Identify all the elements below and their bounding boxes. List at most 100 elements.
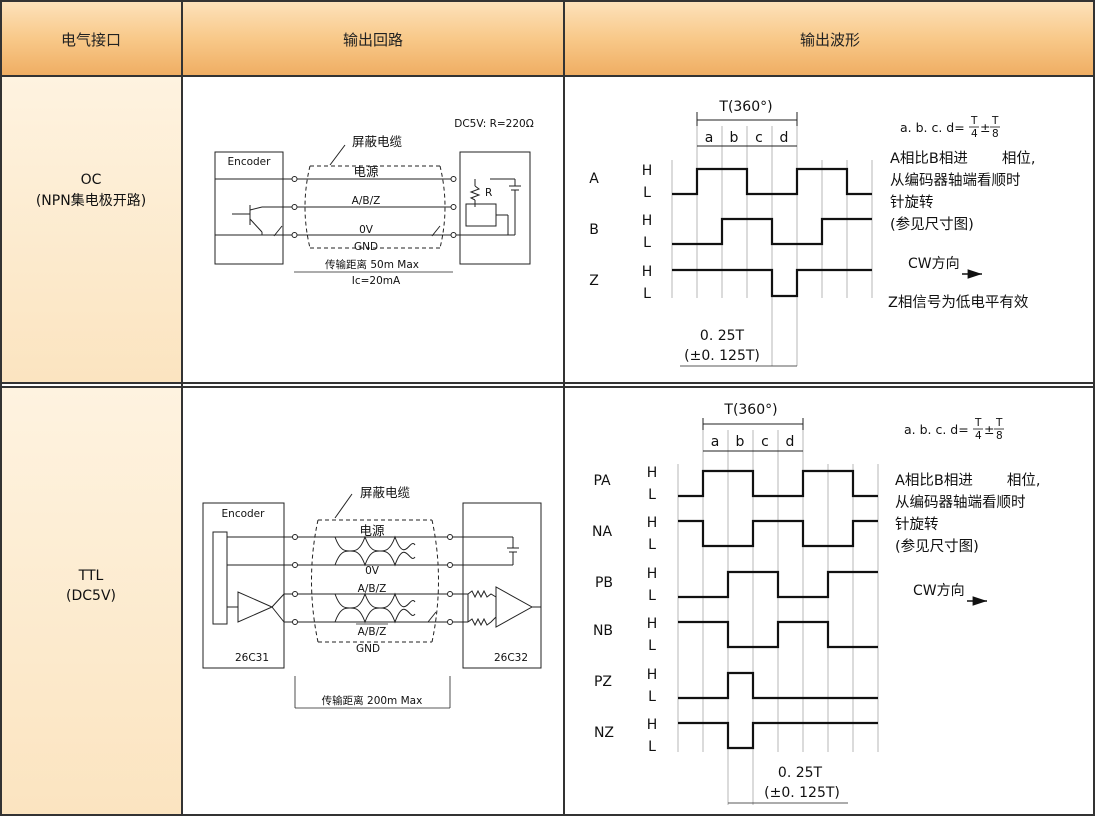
svg-text:H: H <box>647 515 658 531</box>
ttl-frac1-den: 4 <box>975 430 982 442</box>
svg-text:H: H <box>647 566 658 582</box>
svg-text:H: H <box>647 616 658 632</box>
ttl-frac2-num: T <box>995 417 1003 429</box>
oc-wave-a <box>672 167 872 196</box>
ttl-encoder-label: Encoder <box>222 508 266 520</box>
ttl-frac1-num: T <box>974 417 982 429</box>
ttl-pulse-tolerance: (±0. 125T) <box>764 785 840 801</box>
svg-text:L: L <box>648 689 656 705</box>
ttl-distance-label: 传输距离 200m Max <box>322 694 423 707</box>
ttl-waveform: T(360°) a b c d PA NA PB NB PZ NZ H L H … <box>592 402 1040 805</box>
oc-circuit-labels: Encoder DC5V: R=220Ω 屏蔽电缆 电源 A/B/Z 0V GN… <box>228 118 534 287</box>
oc-z-high: H <box>642 264 653 280</box>
oc-period-label: T(360°) <box>718 99 772 115</box>
oc-gnd-label: GND <box>354 241 378 253</box>
ttl-pulse-width: 0. 25T <box>778 765 823 781</box>
oc-pulse-width: 0. 25T <box>700 328 745 344</box>
ttl-wave-pb <box>678 570 878 599</box>
oc-note-line3: 针旋转 <box>890 194 934 211</box>
oc-frac1-den: 4 <box>971 128 978 140</box>
ttl-segment-c: c <box>761 434 769 450</box>
ttl-circuit-diagram <box>202 493 542 669</box>
oc-current-label: Ic=20mA <box>352 275 401 287</box>
svg-text:H: H <box>647 465 658 481</box>
ttl-cable-label: 屏蔽电缆 <box>360 485 411 500</box>
row1-interface-cell <box>0 76 182 383</box>
ttl-frac2-den: 8 <box>996 430 1003 442</box>
ttl-zero-v-label: 0V <box>365 565 380 577</box>
oc-z-low: L <box>643 286 651 302</box>
svg-text:L: L <box>648 638 656 654</box>
oc-frac2-num: T <box>991 115 999 127</box>
ttl-label: TTL <box>78 568 104 584</box>
oc-zero-v-label: 0V <box>359 224 374 236</box>
ttl-segment-d: d <box>786 434 795 450</box>
ttl-wave-nz <box>678 721 878 750</box>
oc-segment-b: b <box>730 130 739 146</box>
ttl-wave-na <box>678 519 878 548</box>
oc-resistor-label: R <box>485 187 492 199</box>
ttl-receiver-box <box>462 502 542 669</box>
oc-circuit-diagram <box>214 144 531 265</box>
ttl-segment-b: b <box>736 434 745 450</box>
svg-text:L: L <box>648 588 656 604</box>
oc-receiver-box <box>459 151 531 265</box>
svg-text:L: L <box>648 537 656 553</box>
svg-text:H: H <box>647 717 658 733</box>
oc-segment-a: a <box>705 130 714 146</box>
ttl-note-line3: 针旋转 <box>895 516 939 533</box>
ttl-note-line2: 从编码器轴端看顺时 <box>895 494 1026 511</box>
ttl-signal-label: A/B/Z <box>358 583 387 595</box>
ttl-plusminus: ± <box>984 422 994 437</box>
svg-text:H: H <box>647 667 658 683</box>
oc-sublabel: (NPN集电极开路) <box>36 192 146 209</box>
ttl-period-label: T(360°) <box>723 402 777 418</box>
oc-formula: a. b. c. d= T 4 ± T 8 <box>900 115 1000 140</box>
ttl-power-label: 电源 <box>359 523 385 538</box>
oc-encoder-label: Encoder <box>228 156 272 168</box>
oc-b-low: L <box>643 235 651 251</box>
oc-channel-b: B <box>589 222 599 238</box>
header-col2: 输出回路 <box>343 31 403 49</box>
oc-plusminus: ± <box>980 120 990 135</box>
oc-channel-z: Z <box>589 273 599 289</box>
row2-interface-cell <box>0 387 182 816</box>
ttl-gnd-label: GND <box>356 643 380 655</box>
oc-supply-label: DC5V: R=220Ω <box>454 118 533 130</box>
oc-frac1-num: T <box>970 115 978 127</box>
oc-frac2-den: 8 <box>992 128 999 140</box>
oc-encoder-box <box>214 151 284 265</box>
oc-signal-label: A/B/Z <box>352 195 381 207</box>
ttl-signal-bar-label: A/B/Z <box>358 626 387 638</box>
ttl-channel-pa: PA <box>593 473 611 489</box>
ttl-channel-pb: PB <box>595 575 613 591</box>
ttl-channel-pz: PZ <box>594 674 612 690</box>
ttl-direction: CW方向 <box>913 583 965 599</box>
oc-channel-a: A <box>589 171 599 187</box>
svg-text:a. b. c. d=: a. b. c. d= <box>900 120 965 135</box>
oc-distance-label: 传输距离 50m Max <box>325 258 419 271</box>
oc-wave-b <box>672 217 872 246</box>
oc-power-label: 电源 <box>353 164 379 179</box>
ttl-wave-nb <box>678 620 878 649</box>
ttl-sublabel: (DC5V) <box>66 588 116 604</box>
oc-waveform: T(360°) a b c d A B Z H L H L H L 0. 25T… <box>589 99 1035 367</box>
ttl-note-line4: (参见尺寸图) <box>895 538 979 555</box>
ttl-note-line1: A相比B相进相位, <box>895 472 1040 489</box>
oc-note-line1: A相比B相进相位, <box>890 150 1035 167</box>
header-row <box>0 0 1095 76</box>
ttl-channel-na: NA <box>592 524 612 540</box>
header-col1: 电气接口 <box>61 31 121 49</box>
oc-cable-label: 屏蔽电缆 <box>352 134 403 149</box>
ttl-hl-labels: H L H L H L H L H L H L <box>647 465 658 755</box>
header-col3: 输出波形 <box>800 31 860 49</box>
oc-direction: CW方向 <box>908 256 960 272</box>
ttl-driver-label: 26C31 <box>235 652 269 664</box>
oc-label: OC <box>81 172 102 188</box>
ttl-channel-nz: NZ <box>594 725 614 741</box>
oc-segment-d: d <box>780 130 789 146</box>
ttl-encoder-box <box>202 502 285 669</box>
svg-text:L: L <box>648 739 656 755</box>
